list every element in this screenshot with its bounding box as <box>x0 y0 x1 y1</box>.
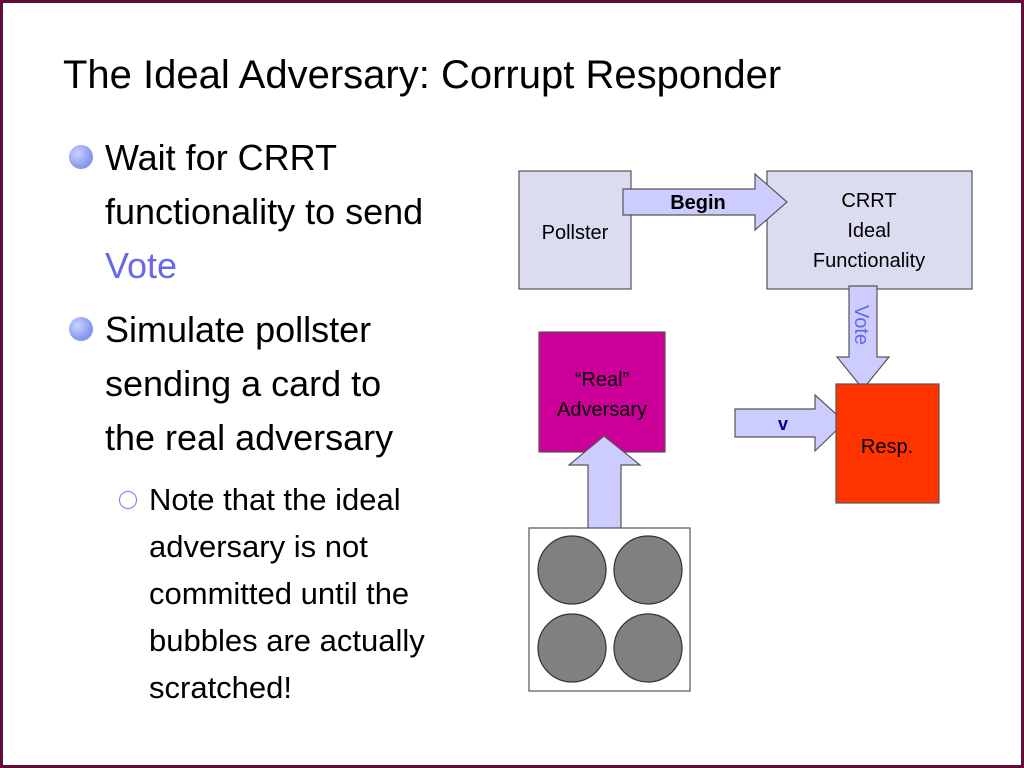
bullet-line: Wait for CRRT <box>105 137 338 178</box>
bullet-line: the real adversary <box>105 417 394 458</box>
pollster-box <box>518 170 632 290</box>
bullet-text: Simulate pollster sending a card to the … <box>105 303 393 465</box>
bullet-line: functionality to send <box>105 191 424 232</box>
scratch-bubble <box>537 613 607 683</box>
real-adversary-label-line: Adversary <box>557 399 647 421</box>
bullet-dot-icon <box>69 317 93 341</box>
begin-arrow <box>622 172 788 232</box>
protocol-diagram: Pollster CRRT Ideal Functionality Begin … <box>518 170 973 692</box>
crrt-label-line: Functionality <box>813 250 925 272</box>
crrt-ideal-functionality-box <box>766 170 973 290</box>
pollster-label: Pollster <box>542 222 609 244</box>
responder-box <box>835 383 940 504</box>
bullet-line: sending a card to <box>105 363 382 404</box>
real-adversary-box <box>538 331 666 453</box>
crrt-label-line: CRRT <box>841 190 896 212</box>
begin-label: Begin <box>670 192 726 214</box>
bullet-highlight: Vote <box>105 245 178 286</box>
v-arrow <box>734 393 846 453</box>
sub-bullet-text: Note that the ideal adversary is not com… <box>149 476 425 711</box>
sub-bullet-line: bubbles are actually <box>149 623 425 658</box>
sub-bullet-line: committed until the <box>149 576 410 611</box>
bullet-text: Wait for CRRT functionality to send Vote <box>105 131 423 293</box>
sub-bullet-line: adversary is not <box>149 529 368 564</box>
sub-bullet-line: scratched! <box>149 670 293 705</box>
real-adversary-label-line: “Real” <box>575 369 629 391</box>
scratch-bubble <box>537 535 607 605</box>
sub-bullet-ring-icon <box>119 491 137 509</box>
v-label: v <box>778 414 788 434</box>
vote-label: Vote <box>850 305 872 345</box>
scratch-bubble <box>613 613 683 683</box>
bullet-dot-icon <box>69 145 93 169</box>
slide-title: The Ideal Adversary: Corrupt Responder <box>63 53 782 97</box>
card-to-adversary-arrow <box>567 435 642 537</box>
sub-bullet-line: Note that the ideal <box>149 482 401 517</box>
crrt-label-line: Ideal <box>847 220 890 242</box>
bullet-line: Simulate pollster <box>105 309 372 350</box>
responder-label: Resp. <box>861 436 913 458</box>
vote-arrow <box>835 285 891 390</box>
scratch-bubble <box>613 535 683 605</box>
